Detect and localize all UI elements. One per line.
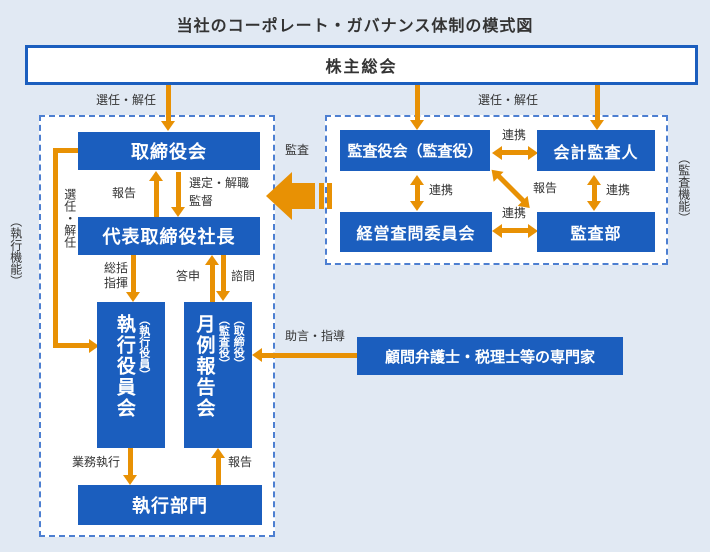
arrow-reply-line xyxy=(210,264,215,302)
appointment-line-vertical xyxy=(53,148,58,348)
monthly-report-title: 月例報告会 xyxy=(193,314,215,419)
arrow-shareholders-to-accauditor-line xyxy=(595,85,600,121)
node-monthly-report-meeting-text: （取締役） （監査役） 月例報告会 xyxy=(191,314,245,448)
node-monthly-report-meeting: （取締役） （監査役） 月例報告会 xyxy=(184,302,252,448)
node-representative-director: 代表取締役社長 xyxy=(78,217,260,255)
arrow-business-exec-head xyxy=(123,475,137,485)
node-board-of-directors: 取締役会 xyxy=(78,132,260,170)
arrow-advice-head xyxy=(252,348,262,362)
coop-left-head-down xyxy=(410,201,424,211)
page-title: 当社のコーポレート・ガバナンス体制の模式図 xyxy=(176,18,534,35)
label-advice: 助言・指導 xyxy=(285,329,346,343)
coop-right-head-up xyxy=(587,175,601,185)
label-select-dismiss: 選定・解職 xyxy=(189,176,250,190)
node-audit-department: 監査部 xyxy=(537,212,655,252)
coop-bottom-head-right xyxy=(528,224,538,238)
label-appoint-dismiss-left: 選任・解任 xyxy=(96,93,157,107)
arrow-report-bottom-head xyxy=(211,448,225,458)
arrow-business-exec-line xyxy=(128,448,133,476)
monthly-report-annotation-auditors: （監査役） xyxy=(217,314,230,369)
label-appoint-dismiss-side: 選任・解任 xyxy=(62,188,77,248)
coop-right-head-down xyxy=(587,201,601,211)
arrow-consult-line xyxy=(221,255,226,292)
coop-bottom-head-left xyxy=(492,224,502,238)
arrow-command-head xyxy=(126,292,140,302)
node-accounting-auditor: 会計監査人 xyxy=(537,130,655,171)
coop-left-line xyxy=(415,184,420,202)
arrow-consult-head xyxy=(216,291,230,301)
arrow-report-bottom-line xyxy=(216,457,221,485)
arrow-advice-line xyxy=(262,353,357,358)
arrow-shareholders-to-accauditor-head xyxy=(590,120,604,130)
audit-big-arrow-stripe-1 xyxy=(319,183,324,209)
node-management-advisory-committee: 経営査問委員会 xyxy=(340,212,492,252)
appointment-line-horizontal xyxy=(53,343,91,348)
label-command-2: 指揮 xyxy=(104,276,129,290)
audit-big-arrow-body xyxy=(291,183,315,209)
arrow-reply-head xyxy=(205,255,219,265)
node-external-experts: 顧問弁護士・税理士等の専門家 xyxy=(357,337,623,375)
label-business-execution: 業務執行 xyxy=(72,455,121,469)
label-reply: 答申 xyxy=(176,269,201,283)
node-shareholders-meeting: 株主総会 xyxy=(25,45,698,85)
node-audit-supervisory-board: 監査役会（監査役） xyxy=(340,130,490,171)
audit-big-arrow-head xyxy=(266,172,292,220)
arrow-select-dismiss-line xyxy=(176,172,181,208)
monthly-report-annotation-directors: （取締役） xyxy=(232,314,245,369)
label-report-diagonal: 報告 xyxy=(533,181,558,195)
node-execution-divisions: 執行部門 xyxy=(78,485,262,525)
label-cooperation-bottom: 連携 xyxy=(502,206,527,220)
arrow-report-to-board-line xyxy=(154,180,159,217)
coop-top-head-left xyxy=(492,146,502,160)
label-report-bottom: 報告 xyxy=(228,455,253,469)
label-report-up: 報告 xyxy=(112,186,137,200)
arrow-command-line xyxy=(131,255,136,293)
label-consult: 諮問 xyxy=(231,269,256,283)
label-cooperation-left: 連携 xyxy=(429,183,454,197)
arrow-shareholders-to-board-head xyxy=(161,121,175,131)
node-executive-officers-council: （執行役員） 執行役員会 xyxy=(97,302,165,448)
label-appoint-dismiss-right: 選任・解任 xyxy=(478,93,539,107)
coop-left-head-up xyxy=(410,175,424,185)
arrow-shareholders-to-auditboard-line xyxy=(415,85,420,121)
arrow-report-to-board-head xyxy=(149,171,163,181)
arrow-shareholders-to-auditboard-head xyxy=(410,120,424,130)
label-audit-arrow: 監査 xyxy=(285,143,310,157)
node-executive-officers-council-text: （執行役員） 執行役員会 xyxy=(111,314,151,448)
arrow-shareholders-to-board-line xyxy=(166,85,171,122)
label-supervise: 監督 xyxy=(189,194,214,208)
arrow-select-dismiss-head xyxy=(171,207,185,217)
label-cooperation-top: 連携 xyxy=(502,128,527,142)
appointment-line-head xyxy=(89,339,99,353)
exec-council-annotation: （執行役員） xyxy=(137,314,150,380)
exec-council-title: 執行役員会 xyxy=(113,314,135,419)
appointment-line-stub xyxy=(56,148,80,153)
coop-top-head-right xyxy=(528,146,538,160)
execution-function-caption: （執行機能） xyxy=(8,215,23,287)
coop-top-line xyxy=(500,150,530,155)
label-cooperation-right: 連携 xyxy=(606,183,631,197)
audit-function-caption: （監査機能） xyxy=(676,152,691,224)
label-command-1: 総括 xyxy=(104,261,129,275)
audit-big-arrow-stripe-2 xyxy=(327,183,332,209)
coop-bottom-line xyxy=(500,228,530,233)
coop-right-line xyxy=(592,184,597,202)
